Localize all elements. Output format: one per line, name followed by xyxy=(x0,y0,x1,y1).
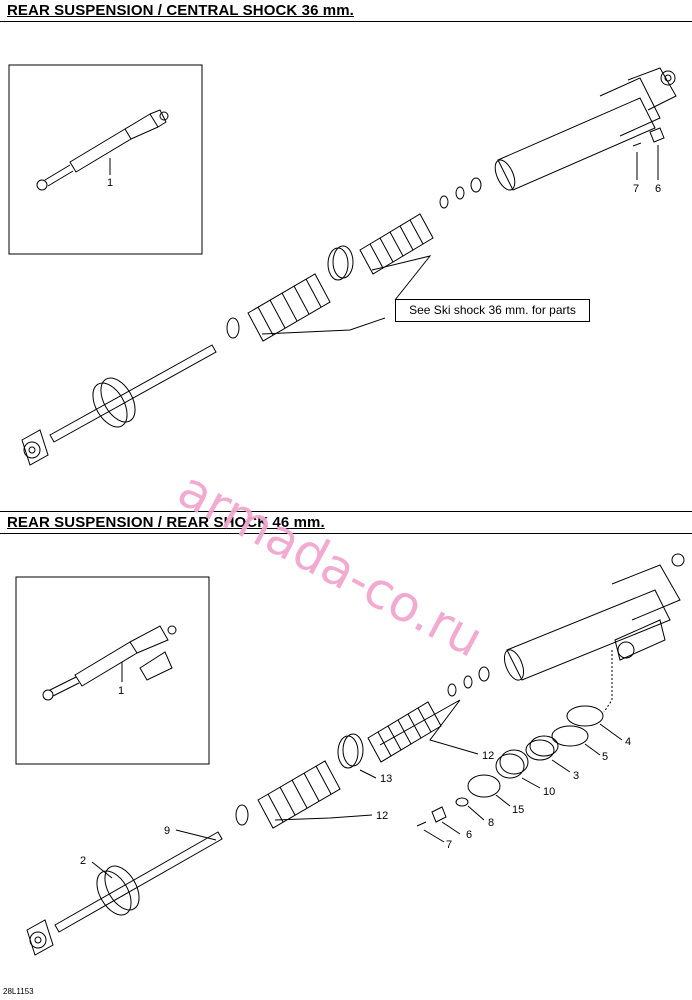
note-bracket-lower xyxy=(261,317,386,335)
title-underline xyxy=(0,21,692,22)
callout-15: 15 xyxy=(512,804,524,816)
callout-12-lower: 12 xyxy=(376,810,388,822)
washer-1 xyxy=(226,317,240,339)
part-15-oring xyxy=(467,774,501,798)
part-6-valve xyxy=(431,806,447,823)
leader-15 xyxy=(495,794,511,807)
shock-body-1 xyxy=(494,67,677,191)
inset-shock-2 xyxy=(42,625,177,701)
callout-1a: 1 xyxy=(107,177,113,189)
piston-1 xyxy=(327,245,354,281)
callout-1b: 1 xyxy=(118,685,124,697)
leader-5 xyxy=(584,743,601,756)
leader-4 xyxy=(599,723,623,741)
callout-7a: 7 xyxy=(633,183,639,195)
part-3-cap xyxy=(525,735,559,761)
spring-lower-1 xyxy=(247,273,331,342)
spring-upper-1 xyxy=(359,213,434,275)
see-ski-shock-note: See Ski shock 36 mm. for parts xyxy=(395,299,590,322)
callout-6a: 6 xyxy=(655,183,661,195)
leader-6b xyxy=(441,821,461,835)
leader-2 xyxy=(91,861,113,879)
section1-title: REAR SUSPENSION / CENTRAL SHOCK 36 mm. xyxy=(7,2,354,19)
washers-2 xyxy=(447,666,490,697)
callout-9: 9 xyxy=(164,825,170,837)
shock-body-2 xyxy=(503,553,685,681)
part-7-pin xyxy=(632,142,642,147)
leader-8 xyxy=(467,805,485,821)
callout-2: 2 xyxy=(80,855,86,867)
part-10-piston xyxy=(495,749,529,779)
section-divider xyxy=(0,511,692,512)
inset-shock-1 xyxy=(36,109,169,191)
callout-8: 8 xyxy=(488,817,494,829)
callout-3: 3 xyxy=(573,770,579,782)
leader-9 xyxy=(175,829,217,841)
inset-box-1 xyxy=(8,64,203,255)
shaft-1 xyxy=(21,344,217,466)
section2-title: REAR SUSPENSION / REAR SHOCK 46 mm. xyxy=(7,514,325,531)
callout-6b: 6 xyxy=(466,829,472,841)
callout-10: 10 xyxy=(543,786,555,798)
piston-2 xyxy=(337,733,364,769)
part-6-nut xyxy=(649,127,665,143)
leader-13 xyxy=(359,769,377,779)
bracket-12-upper xyxy=(379,699,479,755)
shaft-2 xyxy=(26,831,223,956)
callout-13: 13 xyxy=(380,773,392,785)
washers-1 xyxy=(439,177,482,209)
washer-2 xyxy=(235,804,249,826)
spring-upper-2 xyxy=(367,701,442,763)
part-7-screw xyxy=(416,821,427,827)
part-4-oring xyxy=(566,705,604,727)
dashed-guide xyxy=(603,650,613,713)
bracket-12-lower xyxy=(274,814,373,821)
part-5-oring xyxy=(551,725,589,747)
leader-7b xyxy=(423,829,445,843)
inset-box-2 xyxy=(15,576,210,765)
leader-3 xyxy=(551,759,571,773)
spring-lower-2 xyxy=(257,760,341,829)
callout-4: 4 xyxy=(625,736,631,748)
drawing-code: 28L1153 xyxy=(3,987,34,996)
title2-underline xyxy=(0,533,692,534)
part-8-seal xyxy=(455,797,469,807)
note-bracket-upper xyxy=(371,255,432,301)
leader-10 xyxy=(521,777,541,789)
callout-5: 5 xyxy=(602,751,608,763)
callout-12-upper: 12 xyxy=(482,750,494,762)
callout-7b: 7 xyxy=(446,839,452,851)
